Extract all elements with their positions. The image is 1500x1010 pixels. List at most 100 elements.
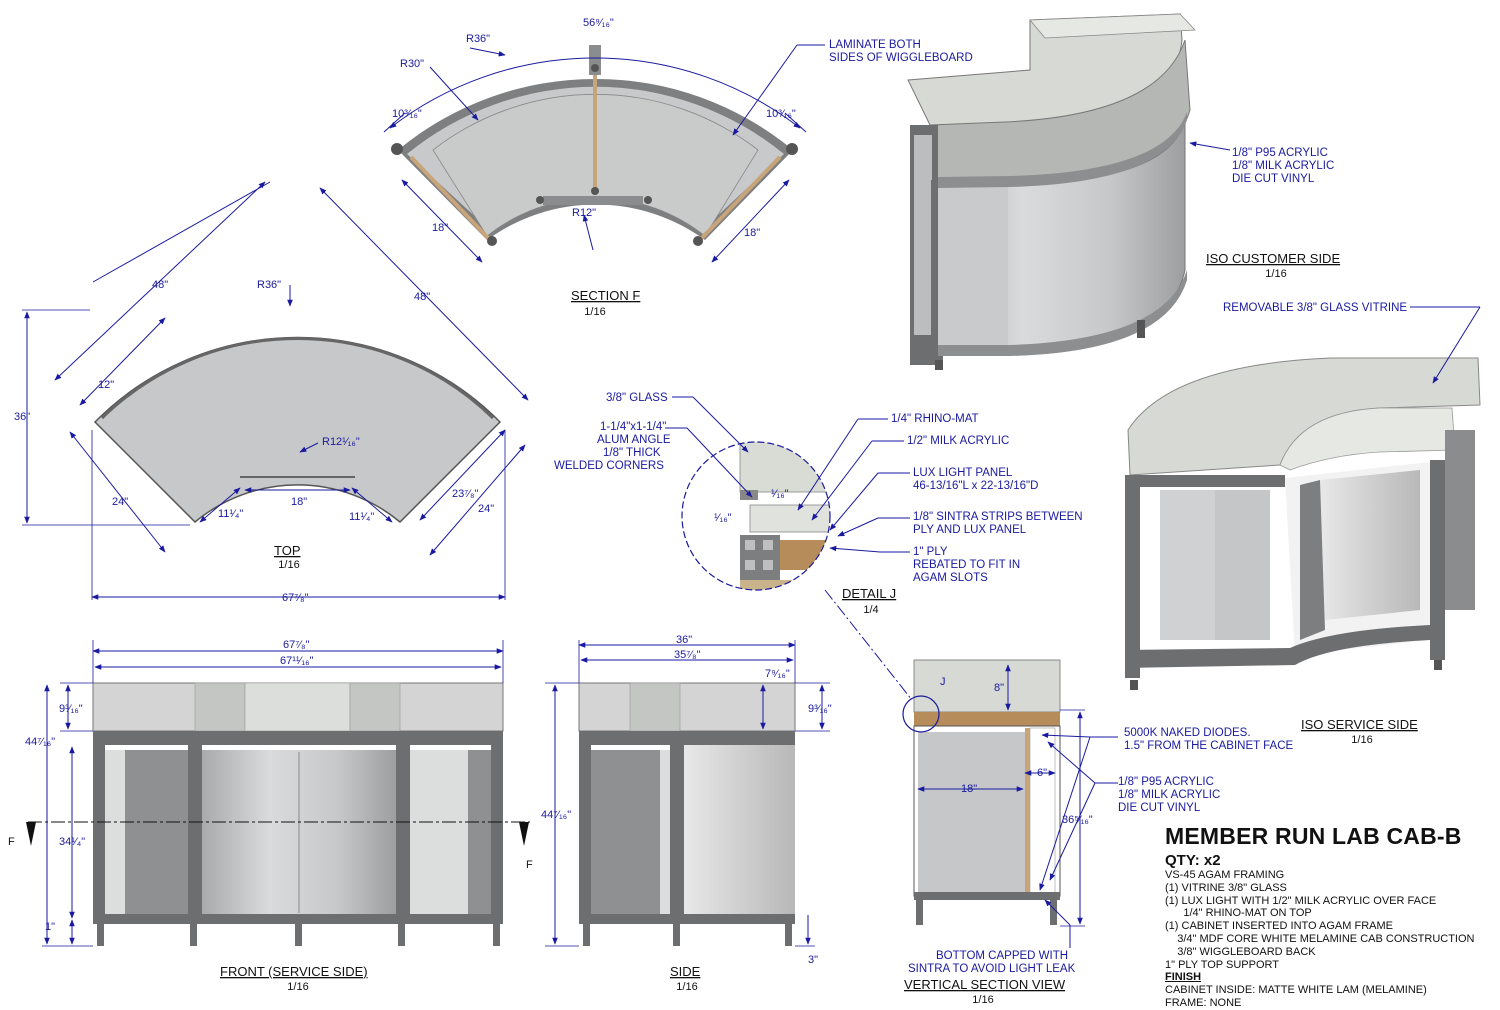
detail-j-scale: 1/4: [863, 604, 878, 616]
sintra-note-2: PLY AND LUX PANEL: [913, 524, 1027, 536]
laminate-note-2: SIDES OF WIGGLEBOARD: [829, 52, 973, 64]
laminate-note-1: LAMINATE BOTH: [829, 39, 921, 51]
detail-j-d1: ¹⁄₁₆": [771, 488, 789, 500]
top-r12: R12¹⁄₁₆": [322, 436, 360, 448]
vertical-h36: 36⁵⁄₁₆": [1062, 814, 1093, 826]
vertical-j-label: J: [940, 676, 946, 688]
vertical-acrylic-1: 1/8" P95 ACRYLIC: [1118, 776, 1214, 788]
top-36: 36": [14, 411, 30, 423]
top-width: 67⁷⁄₈": [282, 592, 309, 604]
section-f-r30: R30": [400, 58, 424, 70]
iso-service-title: ISO SERVICE SIDE: [1301, 717, 1418, 732]
side-h9: 9³⁄₁₆": [808, 703, 832, 715]
spec-line: 3/8" WIGGLEBOARD BACK: [1165, 945, 1316, 958]
vertical-d6: 6": [1037, 767, 1047, 779]
vertical-section-view: [902, 659, 1118, 948]
vertical-title: VERTICAL SECTION VIEW: [904, 977, 1066, 992]
section-f-left-18: 18": [432, 222, 448, 234]
front-title: FRONT (SERVICE SIDE): [220, 964, 368, 979]
spec-line: 3/4" MDF CORE WHITE MELAMINE CAB CONSTRU…: [1165, 932, 1475, 945]
side-w35: 35⁷⁄₈": [674, 649, 701, 661]
front-w1: 67⁷⁄₈": [283, 639, 310, 651]
ply-note-3: AGAM SLOTS: [913, 572, 988, 584]
angle-note-3: 1/8" THICK: [603, 447, 661, 459]
milk-note: 1/2" MILK ACRYLIC: [907, 435, 1009, 447]
top-48b: 48": [414, 291, 430, 303]
ply-note-2: REBATED TO FIT IN: [913, 559, 1020, 571]
glass-note: 3/8" GLASS: [606, 392, 668, 404]
top-r36: R36": [257, 279, 281, 291]
top-18: 18": [291, 496, 307, 508]
front-h44: 44⁷⁄₁₆": [25, 736, 55, 748]
angle-note-2: ALUM ANGLE: [597, 434, 671, 446]
top-view: [22, 181, 529, 600]
iso-service-view: [1125, 306, 1481, 690]
front-h9: 9³⁄₁₆": [59, 703, 83, 715]
side-scale: 1/16: [676, 981, 697, 993]
ply-note-1: 1" PLY: [913, 546, 948, 558]
spec-line: (1) VITRINE 3/8" GLASS: [1165, 881, 1287, 894]
diodes-note-1: 5000K NAKED DIODES.: [1124, 727, 1251, 739]
iso-customer-view: [907, 13, 1231, 370]
quantity: QTY: x2: [1165, 852, 1221, 869]
section-f-title: SECTION F: [571, 288, 640, 303]
angle-note-1: 1-1/4"x1-1/4": [600, 421, 666, 433]
detail-j-view: [665, 396, 913, 701]
spec-line: VS-45 AGAM FRAMING: [1165, 869, 1285, 881]
vertical-d18: 18": [961, 783, 977, 795]
top-23: 23⁷⁄₈": [452, 488, 479, 500]
finish-line: CABINET INSIDE: MATTE WHITE LAM (MELAMIN…: [1165, 984, 1427, 997]
vertical-scale: 1/16: [972, 994, 993, 1006]
detail-j-d2: ¹⁄₁₆": [714, 512, 732, 524]
iso-customer-note-1: 1/8" P95 ACRYLIC: [1232, 147, 1328, 159]
lux-note-2: 46-13/16"L x 22-13/16"D: [913, 480, 1038, 492]
section-f-right-18: 18": [744, 227, 760, 239]
iso-service-scale: 1/16: [1351, 734, 1372, 746]
side-h3: 3": [808, 954, 818, 966]
iso-customer-note-3: DIE CUT VINYL: [1232, 173, 1315, 185]
top-title: TOP: [274, 543, 301, 558]
rhino-note: 1/4" RHINO-MAT: [891, 413, 979, 425]
front-scale: 1/16: [287, 981, 308, 993]
section-f-r12: R12": [572, 207, 596, 219]
section-f-right-10: 10³⁄₁₆": [766, 108, 796, 120]
sintra-note-1: 1/8" SINTRA STRIPS BETWEEN: [913, 511, 1083, 523]
angle-note-4: WELDED CORNERS: [554, 460, 664, 472]
front-view: [26, 640, 530, 947]
iso-customer-scale: 1/16: [1265, 268, 1286, 280]
vertical-h8: 8": [994, 682, 1004, 694]
vertical-acrylic-2: 1/8" MILK ACRYLIC: [1118, 789, 1220, 801]
top-24a: 24": [112, 496, 128, 508]
iso-customer-note-2: 1/8" MILK ACRYLIC: [1232, 160, 1334, 172]
drawing-title: MEMBER RUN LAB CAB-B: [1165, 823, 1462, 849]
side-view: [545, 640, 830, 947]
top-12: 12": [98, 379, 114, 391]
section-f-left-10: 10³⁄₁₆": [392, 108, 422, 120]
side-w36: 36": [676, 634, 692, 646]
front-h1: 1": [45, 921, 55, 933]
spec-line: (1) CABINET INSERTED INTO AGAM FRAME: [1165, 920, 1393, 933]
front-h34: 34¹⁄₄": [59, 836, 85, 848]
top-24b: 24": [478, 503, 494, 515]
section-f-r36: R36": [466, 33, 490, 45]
section-f-top-dim: 56⁹⁄₁₆": [583, 17, 614, 29]
side-h7: 7⁹⁄₁₆": [765, 668, 790, 680]
top-11b: 11¹⁄₄": [349, 511, 374, 523]
front-w2: 67¹¹⁄₁₆": [280, 655, 314, 667]
f-right-marker: F: [526, 859, 533, 871]
spec-line: 1" PLY TOP SUPPORT: [1165, 958, 1279, 971]
diodes-note-2: 1.5" FROM THE CABINET FACE: [1124, 740, 1293, 752]
spec-line: (1) LUX LIGHT WITH 1/2" MILK ACRYLIC OVE…: [1165, 894, 1437, 907]
section-f-scale: 1/16: [584, 306, 605, 318]
top-scale: 1/16: [278, 559, 299, 571]
finish-line: FRAME: NONE: [1165, 996, 1242, 1009]
spec-line: 1/4" RHINO-MAT ON TOP: [1165, 907, 1312, 920]
side-title: SIDE: [670, 964, 701, 979]
bottom-note-1: BOTTOM CAPPED WITH: [936, 950, 1068, 962]
top-11a: 11¹⁄₄": [218, 508, 243, 520]
vertical-acrylic-3: DIE CUT VINYL: [1118, 802, 1201, 814]
bottom-note-2: SINTRA TO AVOID LIGHT LEAK: [908, 963, 1076, 975]
side-h44: 44⁷⁄₁₆": [541, 809, 571, 821]
iso-service-note: REMOVABLE 3/8" GLASS VITRINE: [1223, 302, 1407, 314]
